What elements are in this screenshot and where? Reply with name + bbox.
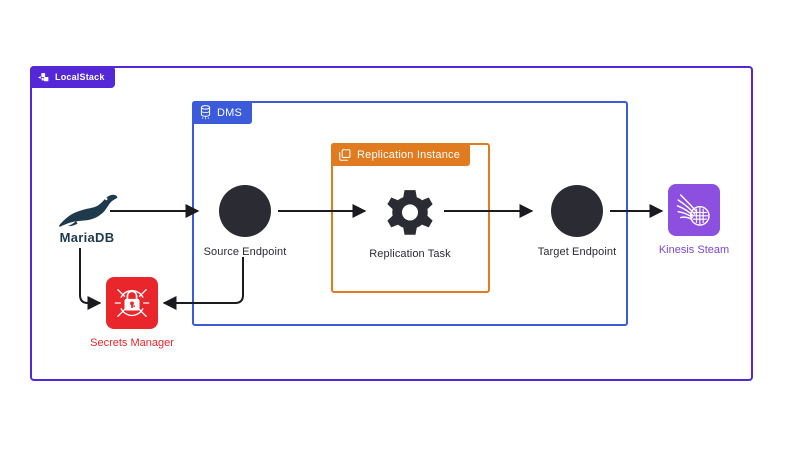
source-endpoint-label: Source Endpoint — [203, 246, 287, 258]
localstack-badge: LocalStack — [30, 66, 115, 88]
dms-badge-label: DMS — [217, 106, 243, 119]
localstack-container — [30, 66, 753, 381]
node-secrets-manager: Secrets Manager — [90, 277, 174, 349]
node-mariadb: MariaDB — [53, 192, 121, 245]
target-endpoint-label: Target Endpoint — [537, 246, 617, 258]
node-source-endpoint: Source Endpoint — [203, 185, 287, 258]
database-icon — [199, 105, 212, 120]
kinesis-stream-label: Kinesis Steam — [658, 244, 730, 256]
dms-badge: DMS — [192, 101, 253, 124]
replication-instance-badge: Replication Instance — [331, 143, 471, 166]
node-kinesis-stream: Kinesis Steam — [659, 184, 729, 256]
node-replication-task: Replication Task — [369, 185, 451, 260]
copy-layers-icon — [338, 148, 352, 162]
lock-crosshair-icon — [106, 277, 158, 329]
gear-icon — [383, 185, 437, 239]
kinesis-stream-icon — [668, 184, 720, 236]
filled-circle-icon — [219, 185, 271, 237]
secrets-manager-label: Secrets Manager — [90, 337, 174, 349]
filled-circle-icon — [551, 185, 603, 237]
localstack-logo-icon — [37, 71, 50, 84]
localstack-badge-label: LocalStack — [55, 72, 105, 82]
replication-instance-badge-label: Replication Instance — [357, 148, 461, 161]
replication-task-label: Replication Task — [369, 248, 451, 260]
node-target-endpoint: Target Endpoint — [538, 185, 616, 258]
mariadb-label: MariaDB — [59, 230, 115, 245]
mariadb-sealion-icon — [56, 192, 118, 228]
